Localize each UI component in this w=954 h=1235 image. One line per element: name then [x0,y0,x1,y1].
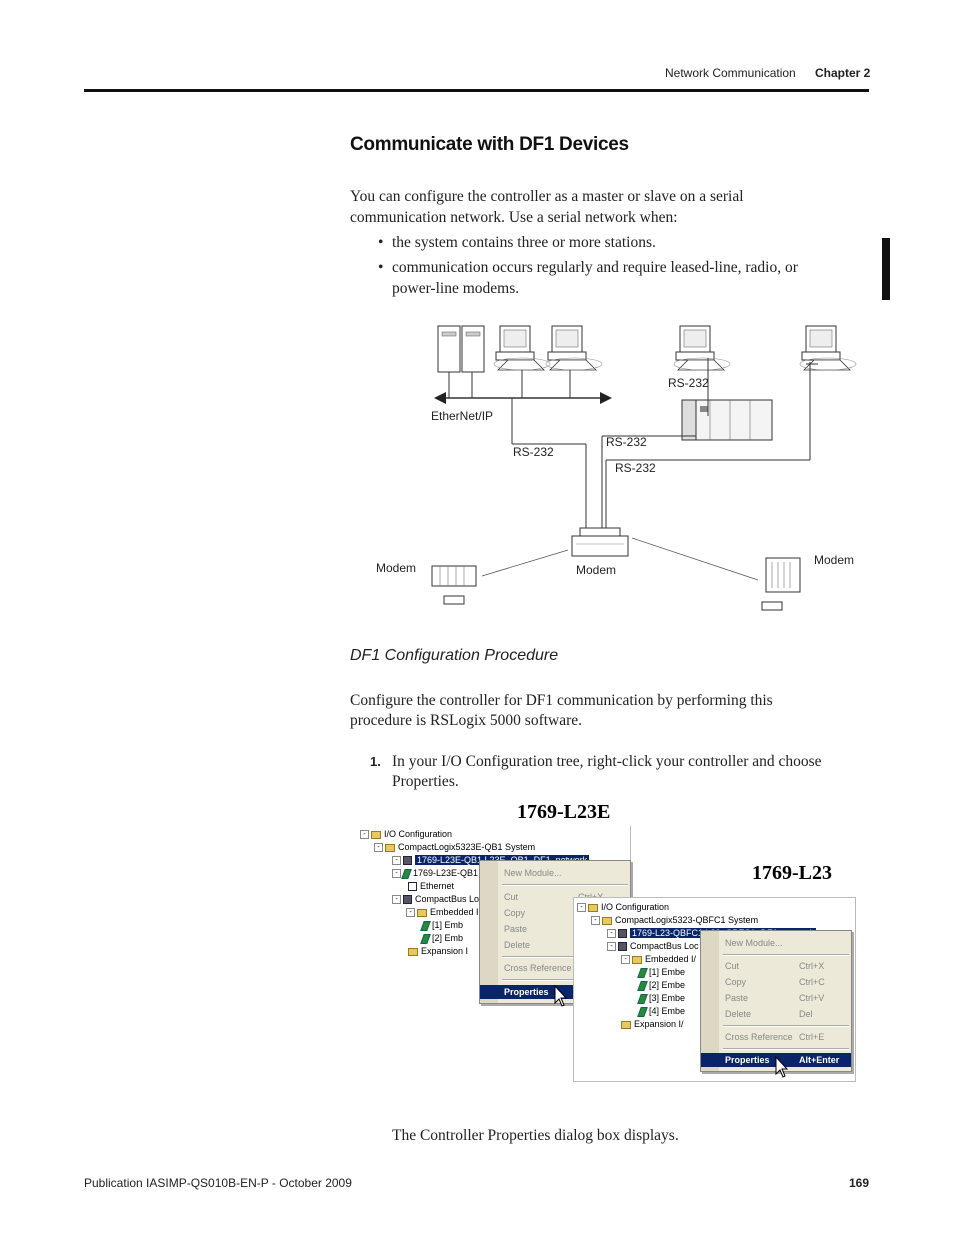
bullet-item-1: the system contains three or more statio… [378,233,656,254]
intro-line-2: communication network. Use a serial netw… [350,209,678,226]
modem-icon [571,527,629,557]
tree-item[interactable]: [4] Embe [649,1006,686,1016]
tree-item[interactable]: CompactLogix5323E-QB1 System [398,842,536,852]
tree-item[interactable]: [2] Embe [649,980,686,990]
rs232-label-mid: RS-232 [606,435,647,449]
controller-icon [681,399,773,441]
workstation-icon [545,325,603,398]
workstation-icon [799,325,857,371]
menu-item-new-module[interactable]: New Module... [725,938,783,948]
remote-plc-icon [761,557,801,611]
modem-label-center: Modem [576,563,617,577]
screen-title-l23: 1769-L23 [752,862,832,884]
menu-item-cross-reference[interactable]: Cross Reference [504,963,572,973]
intro-line-1: You can configure the controller as a ma… [350,188,744,205]
mouse-cursor-icon [554,985,568,1007]
menu-item-new-module[interactable]: New Module... [504,868,562,878]
tree-item[interactable]: [1] Emb [432,920,464,930]
menu-item-copy[interactable]: Copy [504,908,526,918]
ethernet-label: EtherNet/IP [431,409,494,423]
remote-plc-icon [431,565,477,605]
tree-item[interactable]: [2] Emb [432,933,464,943]
screen-title-l23e: 1769-L23E [517,801,611,823]
df1-network-diagram [431,325,857,611]
rs232-label-top: RS-232 [668,376,709,390]
mouse-cursor-icon [775,1056,789,1078]
footer-publication: Publication IASIMP-QS010B-EN-P - October… [84,1176,352,1190]
header-rule [84,89,869,92]
tree-item[interactable]: [1] Embe [649,967,686,977]
tree-item[interactable]: I/O Configuration [601,902,670,912]
header-chapter: Chapter 2 [815,66,871,80]
tree-item[interactable]: Embedded I [430,907,479,917]
menu-item-delete[interactable]: Delete [504,940,531,950]
result-text: The Controller Properties dialog box dis… [392,1127,679,1144]
step-line-1: In your I/O Configuration tree, right-cl… [392,753,822,770]
configure-line-1: Configure the controller for DF1 communi… [350,692,773,709]
tree-item[interactable]: Expansion I/ [634,1019,684,1029]
rs232-label-left: RS-232 [513,445,554,459]
header-section: Network Communication [665,66,796,80]
section-heading: Communicate with DF1 Devices [350,134,629,155]
modem-label-left: Modem [376,561,417,575]
tree-item[interactable]: I/O Configuration [384,829,453,839]
tree-item[interactable]: CompactBus Loc [630,941,699,951]
rs232-label-lower: RS-232 [615,461,656,475]
tree-item[interactable]: Ethernet [420,881,455,891]
page-number: 169 [849,1176,870,1190]
subheading: DF1 Configuration Procedure [350,647,559,664]
tree-item[interactable]: Expansion I [421,946,469,956]
tree-item[interactable]: [3] Embe [649,993,686,1003]
tree-item[interactable]: CompactBus Loc [415,894,484,904]
configure-line-2: procedure is RSLogix 5000 software. [350,712,583,729]
step-line-2: Properties. [392,773,459,790]
step-number: 1. [370,754,381,769]
modem-label-right: Modem [814,553,855,567]
server-icon [437,325,485,398]
workstation-icon [673,325,731,371]
workstation-icon [493,325,551,398]
menu-item-paste[interactable]: Paste [504,924,528,934]
tree-item[interactable]: Embedded I/ [645,954,697,964]
tree-item[interactable]: CompactLogix5323-QBFC1 System [615,915,759,925]
change-bar [882,238,890,300]
bullet-item-2-cont: power-line modems. [392,280,520,297]
tree-item[interactable]: 1769-L23E-QB1 [413,868,479,878]
bullet-item-2: communication occurs regularly and requi… [378,258,798,279]
